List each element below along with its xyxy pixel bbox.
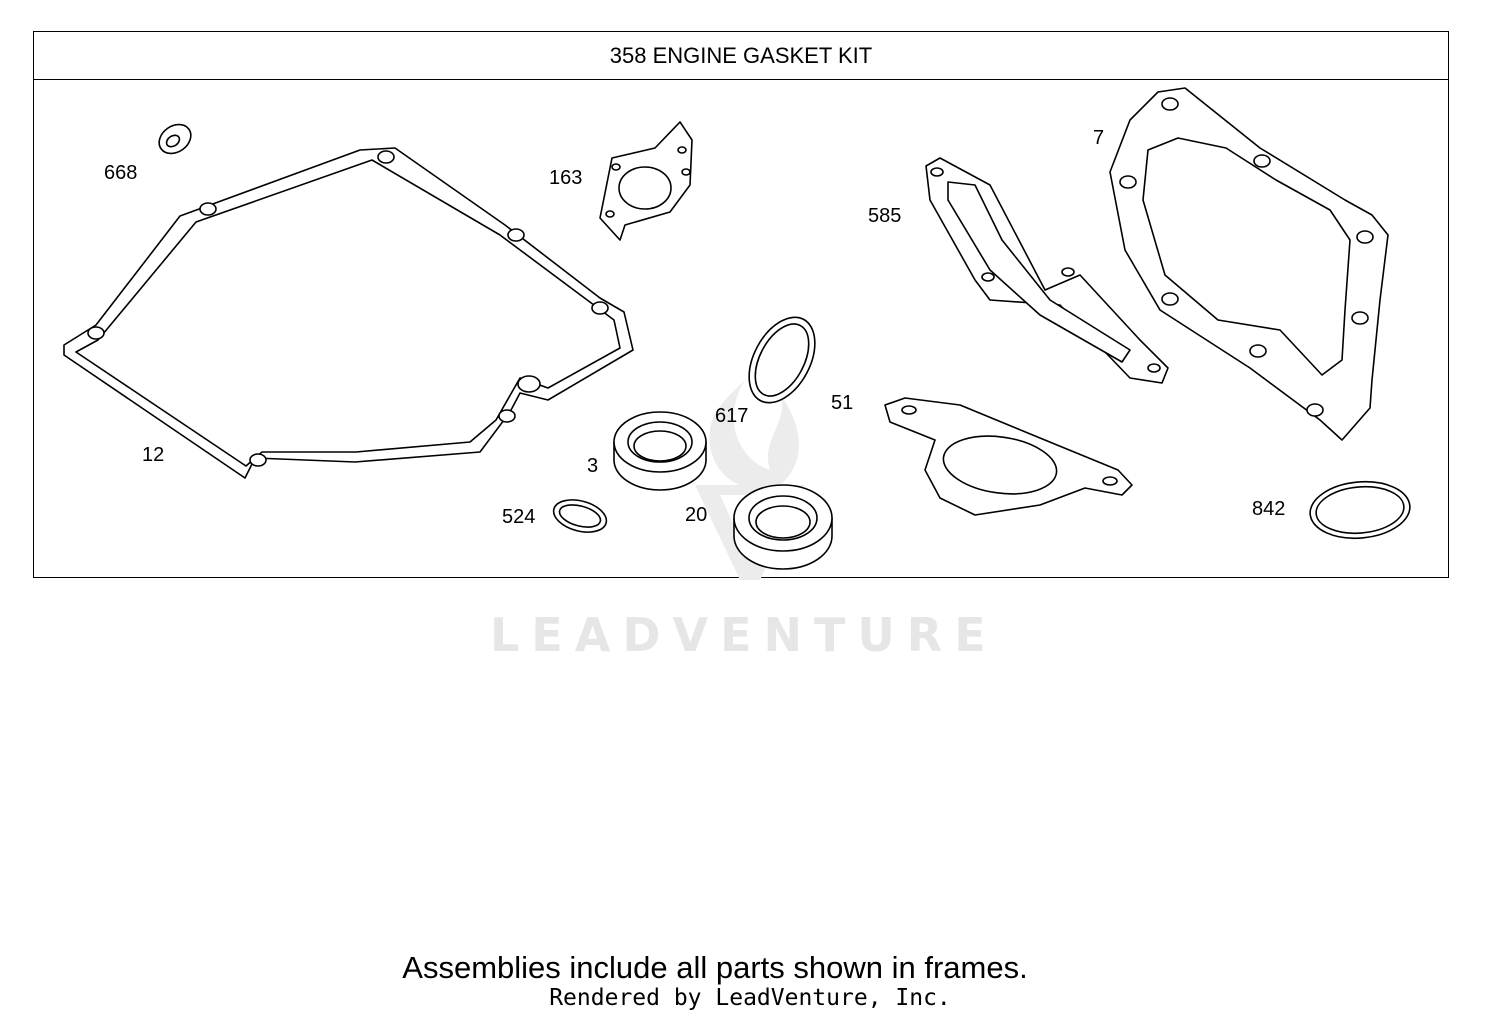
part-label-617: 617 [715,405,749,427]
part-label-7: 7 [1093,127,1105,149]
part-585-intake-gasket-icon [925,157,1169,384]
assemblies-note: Assemblies include all parts shown in fr… [402,950,1028,985]
rendered-by-credit: Rendered by LeadVenture, Inc. [549,985,951,1011]
part-668-washer-icon [158,123,192,155]
part-label-3: 3 [587,455,599,477]
part-label-20: 20 [685,504,708,526]
part-label-668: 668 [104,162,138,184]
part-20-oil-seal-icon [733,484,833,570]
part-label-842: 842 [1252,498,1286,520]
part-163-carb-gasket-icon [599,121,693,241]
part-524-o-ring-icon [552,499,608,533]
frame-title: 358 ENGINE GASKET KIT [34,32,1448,80]
part-842-o-ring-icon [1309,480,1411,540]
part-label-163: 163 [549,167,583,189]
part-label-585: 585 [868,205,902,227]
part-7-cylinder-head-gasket-icon [1109,87,1389,441]
watermark-text: LEADVENTURE [490,608,998,662]
part-51-exhaust-gasket-icon [884,397,1133,516]
part-617-o-ring-icon [748,316,816,404]
part-3-oil-seal-icon [613,411,707,491]
part-label-12: 12 [142,444,165,466]
part-label-524: 524 [502,506,536,528]
part-label-51: 51 [831,392,854,414]
part-12-crankcase-gasket-icon [63,147,634,479]
